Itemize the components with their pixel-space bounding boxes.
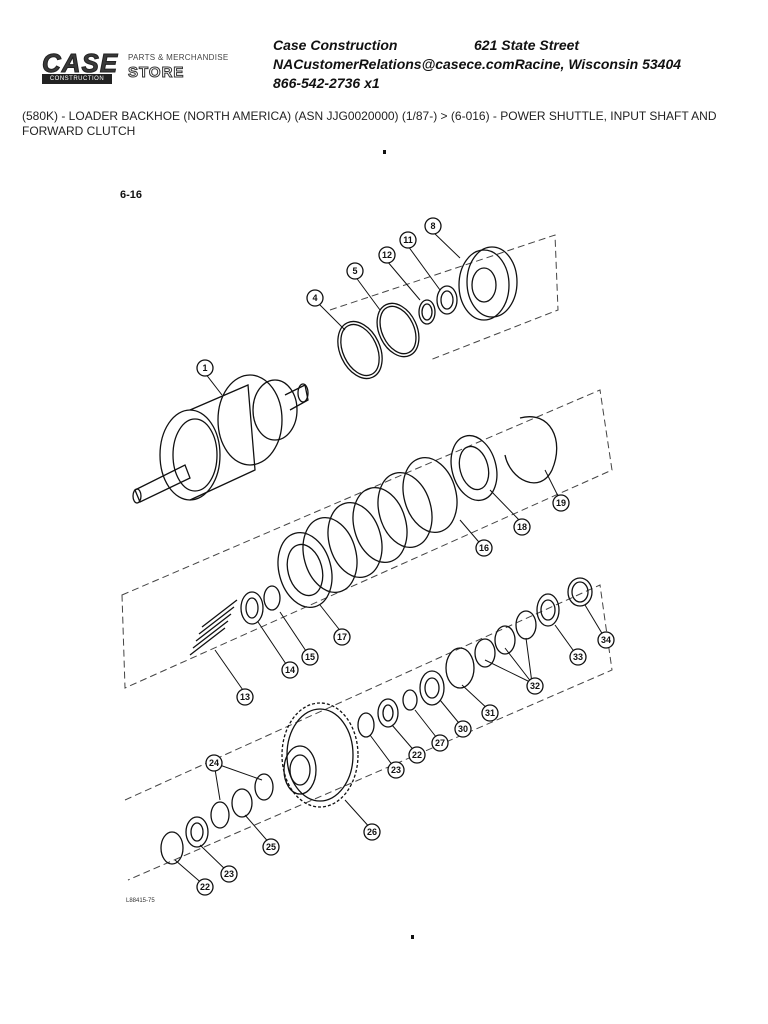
clutch-pack: [277, 416, 558, 608]
svg-text:11: 11: [403, 235, 413, 245]
leader-lines: [174, 231, 607, 887]
company-name: Case Construction: [273, 37, 398, 53]
callout-4: 4: [306, 289, 324, 307]
callout-19: 19: [552, 494, 570, 512]
group-outline-bottom: [124, 584, 613, 881]
callout-30: 30: [454, 720, 472, 738]
email-city: NACustomerRelations@casece.comRacine, Wi…: [273, 56, 682, 72]
bearing-row: [357, 577, 593, 738]
drive-gear-and-bearings: [160, 702, 359, 865]
callout-25: 25: [262, 838, 280, 856]
svg-text:13: 13: [240, 692, 250, 702]
svg-text:26: 26: [367, 827, 377, 837]
callout-34: 34: [597, 631, 615, 649]
svg-text:19: 19: [556, 498, 566, 508]
callout-31: 31: [481, 704, 499, 722]
input-shaft-drum: [132, 374, 309, 504]
page-title: (580K) - LOADER BACKHOE (NORTH AMERICA) …: [22, 109, 717, 138]
callout-33: 33: [569, 648, 587, 666]
street-address: 621 State Street: [474, 37, 580, 53]
svg-text:1: 1: [202, 363, 207, 373]
svg-text:27: 27: [435, 738, 445, 748]
svg-text:17: 17: [337, 632, 347, 642]
callout-15: 15: [301, 648, 319, 666]
callout-11: 11: [399, 231, 417, 249]
group-outline-top: [329, 234, 559, 361]
callout-18: 18: [513, 518, 531, 536]
svg-text:34: 34: [601, 635, 611, 645]
store-logo-word: STORE: [127, 64, 185, 82]
phone-number: 866-542-2736 x1: [273, 75, 380, 91]
svg-text:16: 16: [479, 543, 489, 553]
group-outline-middle: [121, 389, 613, 689]
figure-label: 6-16: [120, 189, 143, 201]
callout-23-upper: 23: [387, 761, 405, 779]
svg-text:12: 12: [382, 250, 392, 260]
top-ring-parts: [337, 246, 518, 380]
callout-13: 13: [236, 688, 254, 706]
page-marker-bottom: [411, 935, 414, 939]
callout-22-lower: 22: [196, 878, 214, 896]
callout-24: 24: [205, 754, 223, 772]
callout-8: 8: [424, 217, 442, 235]
case-store-logo: CASE CONSTRUCTION PARTS & MERCHANDISE ST…: [36, 50, 256, 84]
svg-text:14: 14: [285, 665, 295, 675]
callout-23-lower: 23: [220, 865, 238, 883]
callout-32: 32: [526, 677, 544, 695]
svg-text:32: 32: [530, 681, 540, 691]
svg-text:15: 15: [305, 652, 315, 662]
spring-and-washers: [189, 585, 281, 656]
case-logo-word: CASE: [41, 48, 119, 78]
callout-22-upper: 22: [408, 746, 426, 764]
svg-text:25: 25: [266, 842, 276, 852]
drawing-code: L88415-75: [126, 898, 155, 904]
svg-text:18: 18: [517, 522, 527, 532]
svg-text:33: 33: [573, 652, 583, 662]
callout-26: 26: [363, 823, 381, 841]
store-logo-top: PARTS & MERCHANDISE: [128, 53, 229, 62]
callout-27: 27: [431, 734, 449, 752]
callout-1: 1: [196, 359, 214, 377]
svg-text:23: 23: [391, 765, 401, 775]
svg-text:31: 31: [485, 708, 495, 718]
svg-text:5: 5: [352, 266, 357, 276]
svg-text:4: 4: [312, 293, 317, 303]
svg-text:23: 23: [224, 869, 234, 879]
callout-17: 17: [333, 628, 351, 646]
callout-14: 14: [281, 661, 299, 679]
callout-5: 5: [346, 262, 364, 280]
svg-text:30: 30: [458, 724, 468, 734]
callout-16: 16: [475, 539, 493, 557]
svg-text:22: 22: [200, 882, 210, 892]
svg-text:22: 22: [412, 750, 422, 760]
svg-text:24: 24: [209, 758, 219, 768]
page-marker-top: [383, 150, 386, 154]
callout-12: 12: [378, 246, 396, 264]
svg-text:8: 8: [430, 221, 435, 231]
case-logo-sub: CONSTRUCTION: [42, 74, 112, 84]
